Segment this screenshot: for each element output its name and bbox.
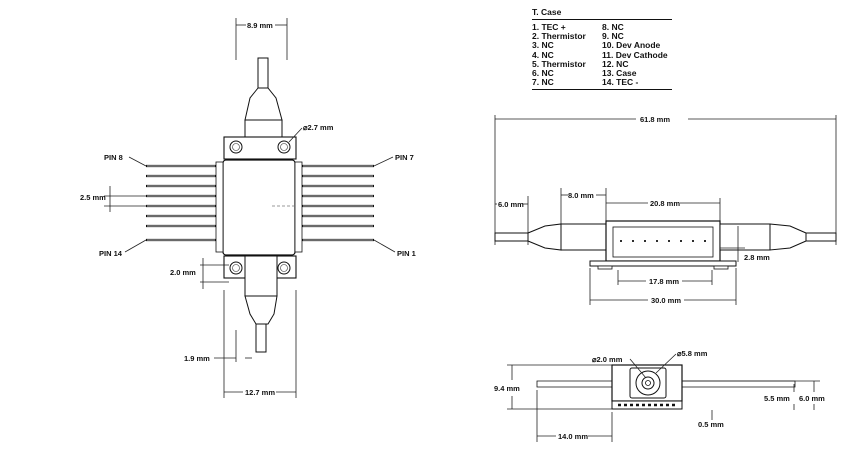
leader-line: [373, 239, 396, 253]
pinout-bottom-rule: [532, 89, 672, 91]
leader-line: [629, 358, 647, 379]
side-snout-left: [560, 223, 607, 251]
left-pins: [146, 164, 216, 242]
side-boot-left: [527, 223, 562, 251]
pin-entry: 5. Thermistor: [532, 58, 586, 69]
pin7-label: PIN 7: [395, 153, 414, 162]
leader-line: [124, 239, 147, 253]
end-lead-right: [681, 380, 796, 388]
leader-line: [288, 127, 303, 143]
pin-entry: 3. NC: [532, 40, 554, 51]
leader-line: [128, 156, 147, 167]
butterfly-body: [222, 159, 296, 256]
pin-entry: 2. Thermistor: [532, 31, 586, 42]
mount-hole: [229, 140, 243, 154]
pin-entry: 14. TEC -: [602, 77, 639, 88]
dim-12-7: 12.7 mm: [245, 388, 275, 397]
pin-entry: 11. Dev Cathode: [602, 49, 668, 60]
dim-17-8: 17.8 mm: [649, 277, 679, 286]
pin-entry: 10. Dev Anode: [602, 40, 661, 51]
pin-entry: 4. NC: [532, 49, 554, 60]
pin-entry: 8. NC: [602, 22, 624, 32]
top-flange: [223, 136, 297, 160]
mount-hole-inner: [280, 143, 288, 151]
pinout-right-column: 8. NC 9. NC 10. Dev Anode 11. Dev Cathod…: [602, 22, 668, 88]
dim-hole: ⌀2.7 mm: [303, 123, 334, 132]
dim-0-5: 0.5 mm: [698, 420, 724, 429]
pin-entry: 7. NC: [532, 77, 554, 88]
dim-6-0: 6.0 mm: [498, 200, 524, 209]
side-body-inner: [612, 226, 714, 258]
right-pins: [302, 164, 374, 242]
pin-entry: 9. NC: [602, 31, 624, 42]
dim-2-0: 2.0 mm: [170, 268, 196, 277]
bottom-snout: [244, 255, 278, 297]
dim-20-8: 20.8 mm: [650, 199, 680, 208]
side-view: 61.8 mm 6.0 mm 8.0 mm 20.8 mm: [494, 115, 837, 305]
dim-30-0: 30.0 mm: [651, 296, 681, 305]
end-lead-left: [536, 380, 613, 388]
side-fiber-right: [805, 232, 837, 242]
side-foot: [597, 265, 613, 270]
end-view: ⌀2.0 mm ⌀5.8 mm 9.4 mm 5.5 mm 6.0 mm 0.5…: [494, 349, 825, 442]
dim-9-4: 9.4 mm: [494, 384, 520, 393]
pin1-label: PIN 1: [397, 249, 416, 258]
top-fiber: [257, 57, 269, 89]
pinout-left-column: 1. TEC + 2. Thermistor 3. NC 4. NC 5. Th…: [532, 22, 602, 88]
top-boot: [244, 87, 283, 121]
side-snout-right: [719, 223, 771, 251]
leader-line: [655, 353, 677, 374]
dim-8-0: 8.0 mm: [568, 191, 594, 200]
dim-2-8: 2.8 mm: [744, 253, 770, 262]
bottom-boot: [244, 295, 278, 325]
bottom-fiber: [255, 323, 267, 353]
mount-hole: [277, 261, 291, 275]
mount-hole-inner: [232, 143, 240, 151]
end-fiber-core: [645, 380, 651, 386]
leader-line: [373, 156, 394, 167]
mount-hole: [277, 140, 291, 154]
left-lead-frame: [215, 161, 224, 253]
side-base-plate: [589, 260, 737, 267]
side-boot-right: [769, 223, 807, 251]
side-foot: [713, 265, 729, 270]
dim-end-5-8: ⌀5.8 mm: [677, 349, 708, 358]
dim-end-2-0: ⌀2.0 mm: [592, 355, 623, 364]
pin8-label: PIN 8: [104, 153, 123, 162]
pinout-title: T. Case: [532, 7, 672, 20]
dim-6-0: 6.0 mm: [799, 394, 825, 403]
top-view: 8.9 mm ⌀2.7 mm: [80, 18, 416, 398]
side-fiber-left: [494, 232, 529, 242]
pinout-table: T. Case 1. TEC + 2. Thermistor 3. NC 4. …: [532, 7, 672, 91]
dim-8-9: 8.9 mm: [247, 21, 273, 30]
pin-entry: 13. Case: [602, 68, 637, 79]
pin14-label: PIN 14: [99, 249, 123, 258]
dim-5-5: 5.5 mm: [764, 394, 790, 403]
mount-hole: [229, 261, 243, 275]
right-lead-frame: [294, 161, 303, 253]
end-base: [611, 400, 683, 410]
pin-entry: 1. TEC +: [532, 22, 566, 32]
pin-entry: 6. NC: [532, 68, 554, 79]
mount-hole-inner: [280, 264, 288, 272]
dim-pitch: 2.5 mm: [80, 193, 106, 202]
dim-14-0: 14.0 mm: [558, 432, 588, 441]
dim-61-8: 61.8 mm: [640, 115, 670, 124]
pin-entry: 12. NC: [602, 58, 629, 69]
mount-hole-inner: [232, 264, 240, 272]
dim-1-9: 1.9 mm: [184, 354, 210, 363]
